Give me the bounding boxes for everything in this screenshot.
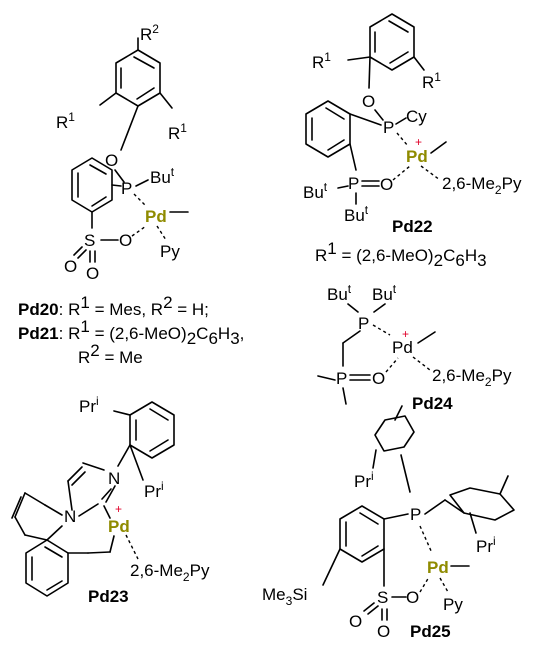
o-oxo-left-label: O [64,257,77,276]
but-label: But [150,165,175,187]
ligand-label: 2,6-Me2Py [442,174,522,197]
o-ether-label: O [105,151,118,170]
but-left-label: But [327,282,352,304]
p-oxide-label: P [348,174,359,193]
pd-label: Pd [392,338,413,357]
r1-right-label: R1 [422,70,441,92]
py-label: Py [160,242,180,261]
s-label: S [377,588,388,607]
r1-right-label: R1 [168,121,187,143]
pd-atom-label: Pd [406,147,428,166]
pd-atom-label: Pd [108,517,130,536]
o-oxo-right-label: O [86,264,99,283]
pri-bottom-label: Pri [144,479,164,501]
pd22-name: Pd22 [392,217,433,236]
n-top-label: N [108,469,120,488]
but-right-label: But [372,282,397,304]
pd23-name: Pd23 [88,587,129,606]
s-label: S [84,231,95,250]
p-label: P [121,179,132,198]
pd20-caption: Pd20: R1 = Mes, R2 = H; [18,293,209,319]
charge-plus: + [415,135,422,149]
pri-right-label: Pri [476,534,496,556]
tms-label: Me3Si [262,585,307,608]
caption-pd20-pd21: Pd20: R1 = Mes, R2 = H; Pd21: R1 = (2,6-… [18,293,244,367]
p-oxide-label: P [336,369,347,388]
structure-pd24: But But P + Pd 2,6-Me2Py P O Pd24 [317,282,512,413]
o-oxo-label: O [372,369,385,388]
pd21-caption: Pd21: R1 = (2,6-MeO)2C6H3, [18,317,244,348]
structure-pd22: R1 R1 O P Cy + Pd 2,6-Me2Py P O But But … [303,13,522,270]
o-sulfonyl-label: O [119,231,132,250]
o-ether-label: O [362,92,375,111]
r1-left-label: R1 [56,110,75,132]
pd-atom-label: Pd [427,558,449,577]
pd22-r1-caption: R1 = (2,6-MeO)2C6H3 [315,239,487,270]
pd-atom-label: Pd [145,207,167,226]
pd25-name: Pd25 [410,622,451,641]
o-sulfonyl-label: O [406,588,419,607]
ligand-label: 2,6-Me2Py [432,366,512,389]
ligand-label: 2,6-Me2Py [130,561,210,584]
p-label: P [358,314,369,333]
n-bridge-label: N [64,507,76,526]
py-label: Py [443,595,463,614]
but-bottom-label: But [344,203,369,225]
structure-pd23: Pri Pri N N + Pd 2,6-Me2Py Pd23 [11,394,210,606]
o-oxo-right-label: O [377,622,390,641]
p-label: P [383,118,394,137]
pd24-name: Pd24 [412,394,453,413]
structure-pd25: Pri Pri P Pd Py Me3Si S O O O Pd25 [262,405,515,641]
o-oxo-label: O [380,175,393,194]
p-label: P [410,505,421,524]
r2-label: R2 [140,22,159,44]
o-oxo-left-label: O [349,612,362,631]
pri-top-label: Pri [79,394,99,416]
but-left-label: But [303,180,328,202]
pri-top-label: Pri [354,469,374,491]
charge-plus: + [115,502,122,516]
r1-left-label: R1 [312,50,331,72]
pd21-caption-line2: R2 = Me [78,341,143,367]
cy-label: Cy [406,107,427,126]
charge-plus: + [402,327,409,341]
structure-pd20-pd21: R2 R1 R1 O P But Pd Py S O O O [56,22,189,283]
